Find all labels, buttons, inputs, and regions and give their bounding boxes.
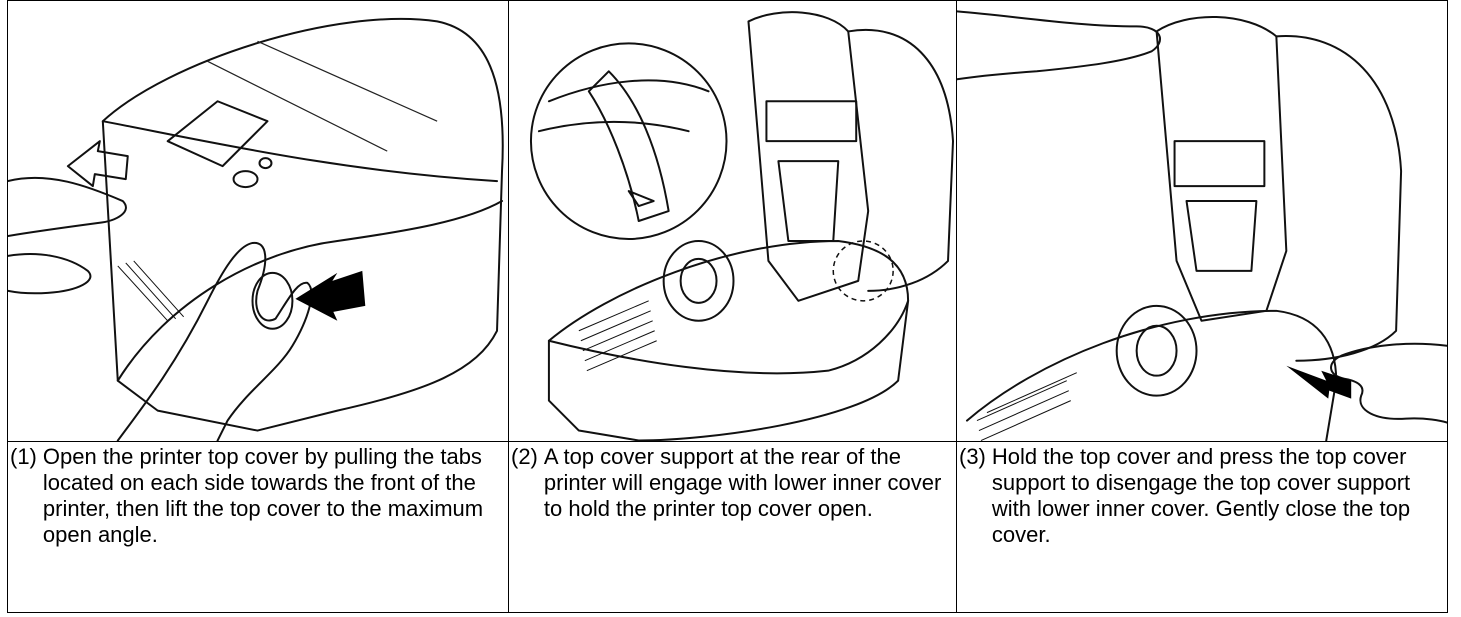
detail-marker-circle (832, 240, 894, 302)
press-arrow-icon (1286, 365, 1352, 399)
steps-table: (1) Open the printer top cover by pullin… (7, 0, 1448, 613)
step-2-illustration (508, 0, 957, 442)
press-arrow-icon (295, 270, 366, 321)
printer-close-illustration (957, 10, 1447, 441)
step-1-illustration (7, 0, 509, 442)
caption-row: (1) Open the printer top cover by pullin… (7, 441, 1448, 613)
step-2-number: (2) (511, 444, 538, 469)
printer-closed-illustration (8, 17, 504, 441)
step-3-caption-cell: (3) Hold the top cover and press the top… (956, 441, 1448, 613)
detail-zoom-circle (529, 42, 728, 240)
step-3-caption: (3) Hold the top cover and press the top… (957, 442, 1447, 548)
step-1-caption-cell: (1) Open the printer top cover by pullin… (7, 441, 509, 613)
step-3-number: (3) (959, 444, 986, 469)
step-2-caption-cell: (2) A top cover support at the rear of t… (508, 441, 957, 613)
step-3-illustration (956, 0, 1448, 442)
illustration-row (7, 0, 1448, 442)
step-1-caption: (1) Open the printer top cover by pullin… (8, 442, 508, 548)
step-1-text: Open the printer top cover by pulling th… (42, 444, 484, 547)
printer-open-illustration (529, 11, 955, 441)
pull-arrow-icon (66, 140, 129, 188)
step-3-text: Hold the top cover and press the top cov… (991, 444, 1411, 547)
step-2-caption: (2) A top cover support at the rear of t… (509, 442, 956, 522)
step-2-text: A top cover support at the rear of the p… (543, 444, 942, 521)
step-1-number: (1) (10, 444, 37, 469)
